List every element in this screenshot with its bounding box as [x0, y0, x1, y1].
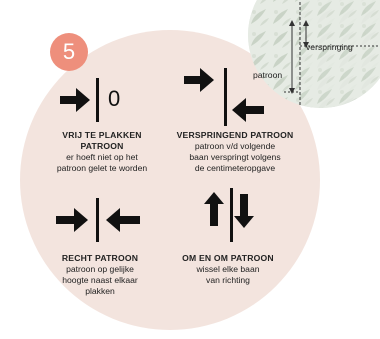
straight-match-symbol [54, 198, 144, 242]
item-desc-line: baan verspringt volgens [170, 152, 300, 163]
zero-symbol: 0 [108, 86, 120, 112]
arrow-left-icon [106, 208, 120, 232]
offset-match-symbol [180, 68, 270, 126]
arrow-right-icon [56, 216, 76, 224]
item-desc-line: van richting [168, 275, 288, 286]
item-desc-line: patroon gelet te worden [42, 163, 162, 174]
item-desc-line: plakken [40, 286, 160, 297]
item-desc-line: patroon v/d volgende [170, 141, 300, 152]
arrow-down-icon [240, 194, 248, 218]
step-number-badge: 5 [50, 33, 88, 71]
arrow-right-icon [184, 76, 202, 84]
item-title-line: VERSPRINGEND PATROON [170, 130, 300, 141]
item-desc-line: patroon op gelijke [40, 264, 160, 275]
item-desc-line: er hoeft niet op het [42, 152, 162, 163]
straight-match-text: RECHT PATROON patroon op gelijke hoogte … [40, 253, 160, 297]
reverse-hang-text: OM EN OM PATROON wissel elke baan van ri… [168, 253, 288, 286]
arrow-right-icon [60, 96, 78, 104]
seam-bar [230, 188, 233, 242]
item-title-line: PATROON [42, 141, 162, 152]
item-desc-line: hoogte naast elkaar [40, 275, 160, 286]
free-match-symbol [56, 78, 136, 122]
item-title-line: OM EN OM PATROON [168, 253, 288, 264]
item-title-line: RECHT PATROON [40, 253, 160, 264]
arrow-left-icon [232, 98, 246, 122]
offset-label: verspringing [306, 42, 353, 53]
item-desc-line: de centimeteropgave [170, 163, 300, 174]
seam-bar [224, 68, 227, 126]
item-title-line: VRIJ TE PLAKKEN [42, 130, 162, 141]
free-match-text: VRIJ TE PLAKKEN PATROON er hoeft niet op… [42, 130, 162, 174]
reverse-hang-symbol [200, 188, 260, 242]
offset-match-text: VERSPRINGEND PATROON patroon v/d volgend… [170, 130, 300, 174]
seam-bar [96, 78, 99, 122]
item-desc-line: wissel elke baan [168, 264, 288, 275]
seam-bar [96, 198, 99, 242]
